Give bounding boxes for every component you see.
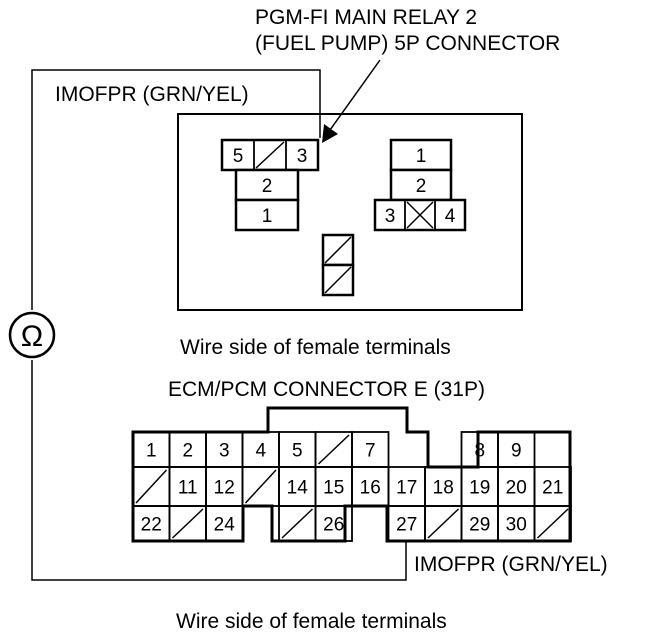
- ecm-pin-22: 22: [141, 515, 162, 536]
- ecm-pin-7: 7: [365, 441, 376, 462]
- ecm-pin-cell: [314, 505, 353, 542]
- ecm-pin-30: 30: [506, 515, 527, 536]
- ecm-blank-slash: [135, 469, 168, 504]
- relay-connector-frame: [177, 113, 523, 311]
- pointer-line: [329, 59, 381, 131]
- meter-wire: [31, 69, 407, 581]
- ecm-pin-26: 26: [323, 515, 344, 536]
- ecm-pin-18: 18: [433, 478, 454, 499]
- relay-right-pin-4: 4: [445, 206, 456, 227]
- ecm-blank-slash: [171, 508, 204, 539]
- ecm-blank-slash: [427, 508, 460, 539]
- ecm-pin-9: 9: [511, 441, 522, 462]
- ecm-pin-1: 1: [146, 441, 157, 462]
- ecm-pin-19: 19: [469, 478, 490, 499]
- ecm-blank-slash: [536, 508, 569, 539]
- relay-pin-2: 2: [262, 176, 273, 197]
- ecm-pin-29: 29: [469, 515, 490, 536]
- ecm-blank-slash: [317, 434, 350, 465]
- relay-right-block: 1 2 3 4: [373, 138, 467, 232]
- ecm-pin-2: 2: [182, 441, 193, 462]
- ecm-pin-11: 11: [178, 478, 198, 499]
- relay-pin-3: 3: [297, 146, 308, 167]
- ecm-pin-21: 21: [542, 478, 563, 499]
- ecm-pin-27: 27: [396, 515, 417, 536]
- relay-title-line2: (FUEL PUMP) 5P CONNECTOR: [255, 32, 560, 55]
- ecm-pin-5: 5: [292, 441, 303, 462]
- relay-right-pin-3: 3: [385, 206, 396, 227]
- ecm-pin-3: 3: [219, 441, 230, 462]
- relay-right-pin-1: 1: [416, 146, 427, 167]
- wire-label-top: IMOFPR (GRN/YEL): [55, 83, 249, 106]
- relay-pin-1: 1: [262, 206, 273, 227]
- ecm-pin-16: 16: [360, 478, 381, 499]
- ecm-pin-12: 12: [214, 478, 235, 499]
- blank-terminal-slash: [255, 141, 285, 169]
- ecm-pin-cell: [533, 505, 572, 542]
- relay-blank-block: [321, 233, 355, 297]
- wire-side-caption-bottom: Wire side of female terminals: [176, 610, 447, 633]
- ecm-pin-14: 14: [287, 478, 309, 499]
- ecm-pin-17: 17: [396, 478, 417, 499]
- relay-right-pin-2: 2: [416, 176, 427, 197]
- ecm-blank-slash: [281, 508, 314, 539]
- ecm-pin-20: 20: [506, 478, 527, 499]
- ecm-pin-15: 15: [323, 478, 344, 499]
- relay-pin-5: 5: [233, 146, 244, 167]
- ecm-pin-4: 4: [255, 441, 266, 462]
- ohm-symbol: Ω: [21, 320, 43, 353]
- ecm-connector-title: ECM/PCM CONNECTOR E (31P): [168, 378, 485, 401]
- wire-label-bottom: IMOFPR (GRN/YEL): [414, 553, 608, 576]
- ecm-pin-24: 24: [214, 515, 236, 536]
- ecm-blank-slash: [244, 469, 277, 504]
- ohmmeter-icon: [8, 311, 56, 359]
- pointer-arrowhead: [322, 124, 338, 143]
- ecm-pin-8: 8: [474, 441, 485, 462]
- relay-title-line1: PGM-FI MAIN RELAY 2: [255, 6, 477, 29]
- ecm-pin-cell: [205, 505, 244, 542]
- relay-left-block: 5 3 2 1: [220, 138, 320, 232]
- wire-side-caption-top: Wire side of female terminals: [180, 336, 451, 359]
